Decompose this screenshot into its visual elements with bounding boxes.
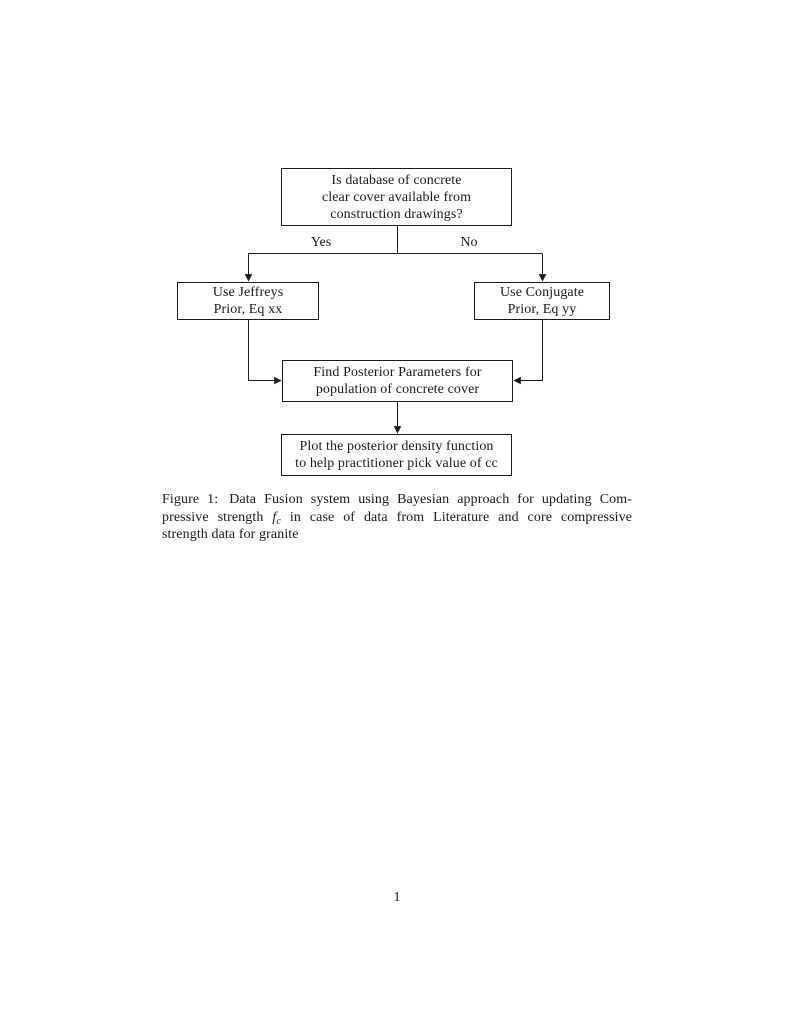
box-text-line: Use Jeffreys bbox=[212, 285, 284, 300]
posterior-parameters-box: Find Posterior Parameters for population… bbox=[282, 360, 513, 402]
box-text-line: population of concrete cover bbox=[315, 382, 480, 397]
math-variable-fc: f bbox=[272, 509, 277, 525]
plot-density-box: Plot the posterior density function to h… bbox=[281, 434, 512, 476]
box-text-line: construction drawings? bbox=[330, 206, 463, 222]
conjugate-prior-box: Use Conjugate Prior, Eq yy bbox=[474, 282, 610, 320]
no-label: No bbox=[460, 235, 478, 250]
caption-line-2: pressive strength fc in case of data fro… bbox=[162, 509, 632, 527]
math-subscript-c: c bbox=[276, 515, 281, 527]
figure-caption: Figure 1: Data Fusion system using Bayes… bbox=[162, 491, 632, 544]
yes-label: Yes bbox=[310, 235, 332, 250]
decision-box: Is database of concrete clear cover avai… bbox=[281, 168, 512, 226]
figure-label: Figure 1: bbox=[162, 492, 219, 507]
caption-text: pressive strength bbox=[162, 509, 264, 525]
box-text-line: to help practitioner pick value of cc bbox=[295, 456, 498, 471]
caption-line-1: Figure 1: Data Fusion system using Bayes… bbox=[162, 491, 632, 509]
jeffreys-prior-box: Use Jeffreys Prior, Eq xx bbox=[177, 282, 319, 320]
box-text-line: Find Posterior Parameters for bbox=[313, 365, 482, 380]
caption-text: in case of data from Literature and core… bbox=[289, 509, 633, 525]
box-text-line: Prior, Eq xx bbox=[213, 302, 283, 317]
caption-text: Data Fusion system using Bayesian approa… bbox=[229, 492, 633, 507]
caption-line-3: strength data for granite bbox=[162, 527, 299, 542]
box-text-line: Prior, Eq yy bbox=[507, 302, 577, 317]
page-number: 1 bbox=[393, 890, 401, 905]
conjugate-to-posterior-arrow bbox=[513, 320, 543, 385]
box-text-line: Plot the posterior density function bbox=[299, 439, 494, 454]
jeffreys-to-posterior-arrow bbox=[248, 320, 282, 385]
box-text-line: Is database of concrete bbox=[331, 172, 462, 188]
box-text-line: Use Conjugate bbox=[499, 285, 585, 300]
box-text-line: clear cover available from bbox=[321, 189, 472, 205]
